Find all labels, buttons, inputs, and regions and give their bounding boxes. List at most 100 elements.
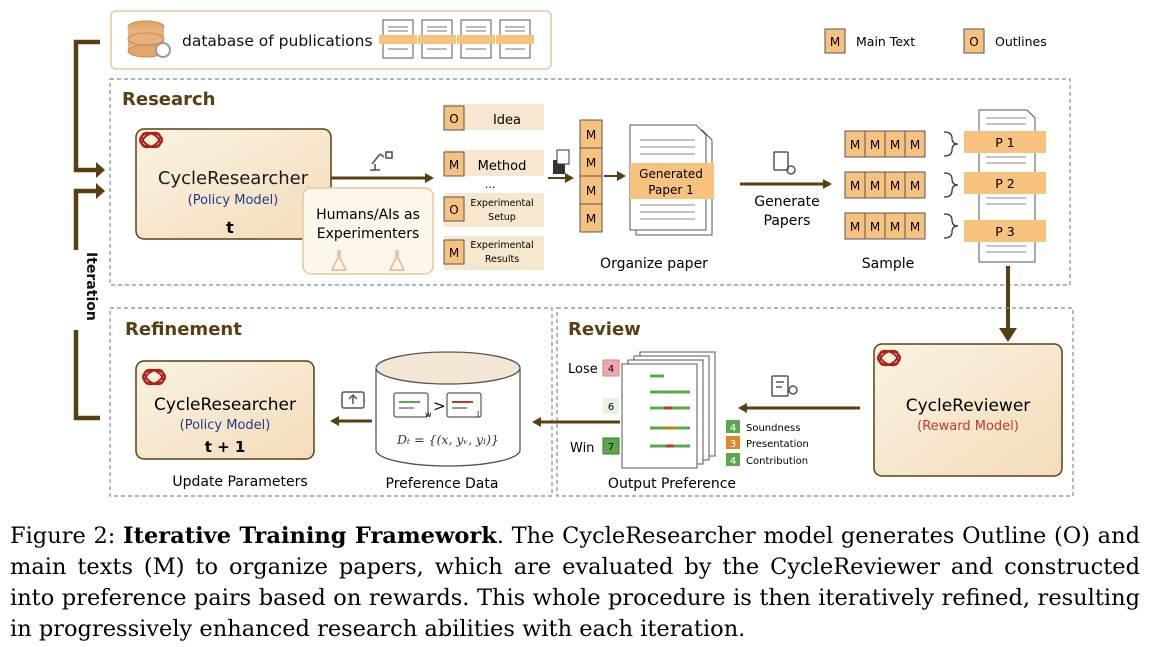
svg-text:M: M <box>586 156 596 170</box>
paper-p1: P 1 <box>995 135 1014 150</box>
svg-text:O: O <box>449 203 458 217</box>
svg-text:M: M <box>449 246 459 260</box>
svg-text:O: O <box>449 112 458 126</box>
outline-list: O Idea M Method ... O Experimental Setup… <box>443 104 544 270</box>
flask-icon <box>388 250 406 271</box>
outline-item-setup-2: Setup <box>488 212 516 223</box>
updated-policy-role: (Policy Model) <box>180 418 271 433</box>
svg-text:M: M <box>850 179 860 193</box>
outline-item-idea: Idea <box>493 113 521 128</box>
policy-model-name: CycleResearcher <box>158 168 309 189</box>
generate-papers-line2: Papers <box>764 213 811 229</box>
database-label: database of publications <box>182 32 373 50</box>
refinement-panel: Refinement CycleResearcher (Policy Model… <box>109 307 553 497</box>
sample-label: Sample <box>862 256 915 272</box>
svg-text:M: M <box>449 158 459 172</box>
svg-text:M: M <box>890 179 900 193</box>
svg-text:3: 3 <box>730 439 736 450</box>
criteria-list: 4 Soundness 3 Presentation 4 Contributio… <box>726 420 809 467</box>
caption-body: . The CycleResearcher model generates Ou… <box>10 523 1140 642</box>
organize-paper-label: Organize paper <box>600 256 708 272</box>
svg-text:4: 4 <box>730 456 736 467</box>
update-parameters-label: Update Parameters <box>172 474 307 490</box>
review-icon <box>771 375 798 397</box>
legend-main-text: Main Text <box>856 34 915 49</box>
generate-icon <box>773 151 796 175</box>
svg-text:M: M <box>586 184 596 198</box>
preference-data-label: Preference Data <box>386 476 499 492</box>
caption-prefix: Figure 2: <box>10 523 124 549</box>
research-title: Research <box>122 89 216 110</box>
experimenters-line1: Humans/AIs as <box>316 207 420 223</box>
upload-icon <box>341 391 365 409</box>
publication-docs-icon <box>379 19 534 59</box>
brain-network-icon <box>139 131 163 149</box>
svg-text:M: M <box>910 138 920 152</box>
svg-text:4: 4 <box>730 423 736 434</box>
win-label: Win <box>570 441 594 456</box>
outline-item-setup-1: Experimental <box>470 198 533 209</box>
svg-text:M: M <box>870 220 880 234</box>
criterion-contribution: Contribution <box>746 456 808 467</box>
lose-label: Lose <box>568 362 598 377</box>
iteration-loop <box>73 39 100 421</box>
svg-text:M: M <box>910 220 920 234</box>
experimenters-line2: Experimenters <box>317 226 420 242</box>
svg-text:M: M <box>910 179 920 193</box>
score-lose: 4 <box>608 364 614 375</box>
policy-model-role: (Policy Model) <box>188 193 279 208</box>
policy-model-step: t <box>226 218 234 237</box>
generated-paper: Generated Paper 1 <box>629 124 714 236</box>
svg-text:M: M <box>586 212 596 226</box>
brain-network-icon <box>142 368 166 386</box>
outline-item-results-1: Experimental <box>470 240 533 251</box>
preference-formula: Dₜ = {(x, yᵥ, yₗ)} <box>396 432 499 447</box>
framework-diagram: database of publications M Main Text O O… <box>73 10 1074 497</box>
microscope-icon <box>370 151 393 171</box>
review-docs <box>621 351 716 469</box>
updated-policy-box: CycleResearcher (Policy Model) t + 1 <box>135 360 315 460</box>
caption-title: Iterative Training Framework <box>123 523 497 549</box>
outline-ellipsis: ... <box>485 178 496 191</box>
legend: M Main Text O Outlines <box>824 28 1047 54</box>
paper-p3: P 3 <box>995 224 1014 239</box>
sampled-papers: P 1 P 2 P 3 <box>964 109 1046 263</box>
reward-model-role: (Reward Model) <box>917 419 1019 434</box>
outline-item-results-2: Results <box>485 254 519 265</box>
svg-text:>: > <box>433 397 446 415</box>
review-title: Review <box>568 319 641 340</box>
output-preference-label: Output Preference <box>608 476 736 492</box>
reward-model-name: CycleReviewer <box>906 396 1031 416</box>
criterion-soundness: Soundness <box>746 423 800 434</box>
svg-text:M: M <box>586 128 596 142</box>
svg-text:M: M <box>830 35 840 49</box>
generated-paper-line2: Paper 1 <box>648 183 693 197</box>
iteration-label: Iteration <box>83 252 99 321</box>
svg-text:M: M <box>850 138 860 152</box>
database-box: database of publications <box>110 10 552 70</box>
svg-text:M: M <box>890 138 900 152</box>
brain-network-icon <box>877 349 901 367</box>
experimenters-box: Humans/AIs as Experimenters <box>302 187 434 275</box>
svg-text:M: M <box>890 220 900 234</box>
svg-text:O: O <box>969 35 978 49</box>
svg-text:l: l <box>477 410 479 419</box>
outline-item-method: Method <box>478 159 527 174</box>
updated-policy-step: t + 1 <box>205 438 246 456</box>
svg-text:M: M <box>850 220 860 234</box>
updated-policy-name: CycleResearcher <box>154 395 296 415</box>
generate-papers-line1: Generate <box>754 194 819 210</box>
research-panel: Research CycleResearcher (Policy Model) … <box>109 78 1071 286</box>
generated-paper-line1: Generated <box>639 167 703 181</box>
reward-model-box: CycleReviewer (Reward Model) <box>873 343 1063 477</box>
criterion-presentation: Presentation <box>746 439 809 450</box>
merge-doc-icon <box>553 149 570 174</box>
legend-outlines: Outlines <box>995 34 1047 49</box>
paper-p2: P 2 <box>995 176 1014 191</box>
score-mid: 6 <box>608 402 614 413</box>
preference-data-cylinder: w > l Dₜ = {(x, yᵥ, yₗ)} <box>375 351 521 467</box>
score-win: 7 <box>608 442 614 453</box>
figure-caption: Figure 2: Iterative Training Framework. … <box>10 521 1140 645</box>
refinement-title: Refinement <box>125 319 242 340</box>
